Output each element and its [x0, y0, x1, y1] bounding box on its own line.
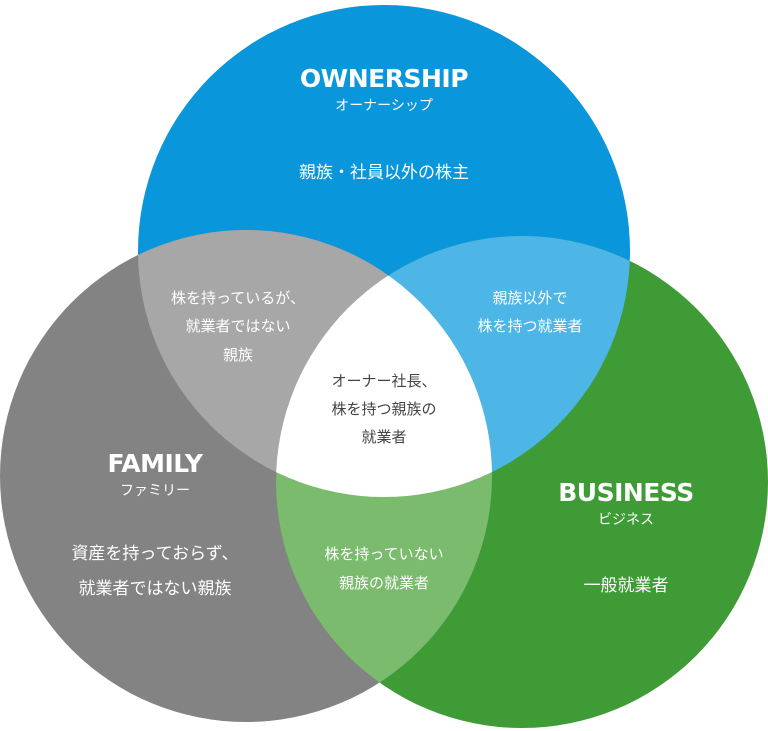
- family-title: FAMILY: [108, 449, 204, 478]
- ownership-business-text: 株を持つ就業者: [477, 317, 582, 335]
- family-desc-line: 資産を持っておらず、: [71, 544, 238, 564]
- center-text: オーナー社長、: [331, 372, 436, 390]
- family-kana: ファミリー: [120, 483, 190, 499]
- center-overlap: [276, 236, 492, 497]
- center-text: 株を持つ親族の: [331, 400, 436, 418]
- center-text: 就業者: [361, 428, 406, 446]
- business-desc: 一般就業者: [584, 576, 669, 596]
- ownership-business-text: 親族以外で: [492, 289, 567, 307]
- family-business-text: 親族の就業者: [339, 574, 429, 592]
- ownership-kana: オーナーシップ: [335, 98, 433, 114]
- ownership-title: OWNERSHIP: [300, 64, 468, 93]
- ownership-desc: 親族・社員以外の株主: [299, 163, 469, 183]
- ownership-family-text: 親族: [223, 346, 253, 364]
- ownership-family-text: 就業者ではない: [185, 317, 290, 335]
- business-kana: ビジネス: [598, 512, 654, 528]
- business-title: BUSINESS: [558, 478, 694, 507]
- family-desc-line: 就業者ではない親族: [79, 579, 232, 599]
- family-business-text: 株を持っていない: [324, 545, 443, 563]
- ownership-family-text: 株を持っているが、: [171, 289, 305, 307]
